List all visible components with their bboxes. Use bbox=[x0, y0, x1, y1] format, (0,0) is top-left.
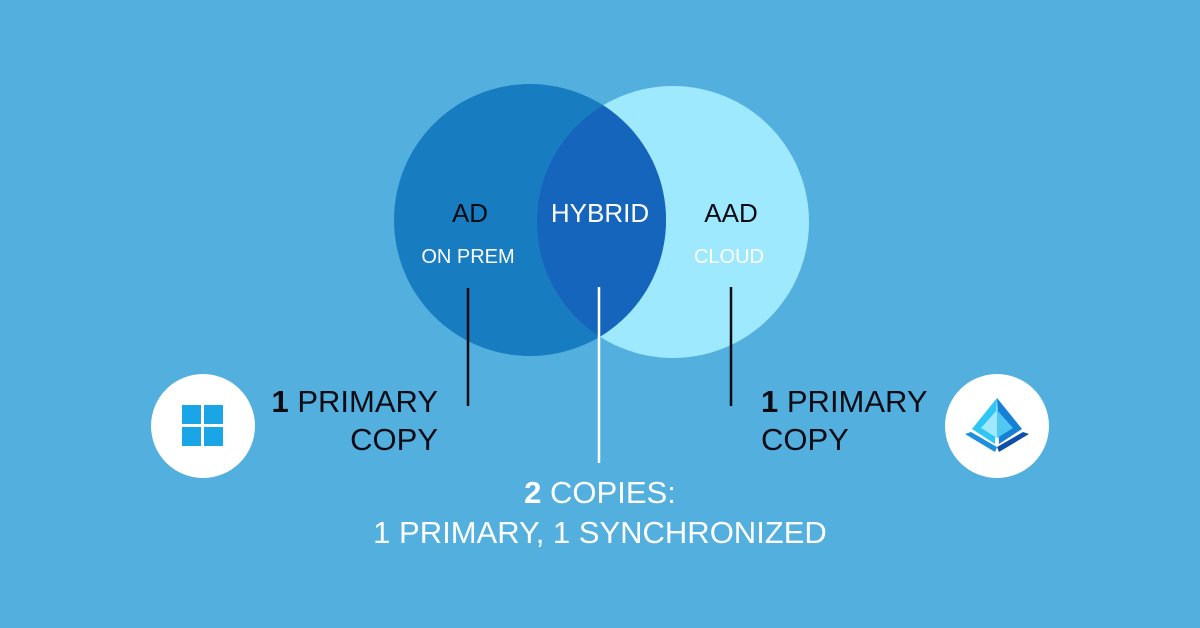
azure-ad-logo-disc bbox=[945, 374, 1049, 478]
hybrid-copy-line1: 2 COPIES: bbox=[300, 473, 900, 513]
hybrid-title: HYBRID bbox=[550, 198, 650, 228]
left-copy-line1: PRIMARY bbox=[297, 384, 438, 419]
windows-logo-icon bbox=[182, 405, 223, 446]
right-copy-line2: COPY bbox=[761, 422, 849, 457]
left-copy-line2: COPY bbox=[350, 422, 438, 457]
hybrid-copy-count: 2 bbox=[524, 475, 542, 510]
right-copy-line1: PRIMARY bbox=[786, 384, 928, 419]
aad-title: AAD bbox=[704, 198, 758, 228]
windows-logo-disc bbox=[151, 374, 255, 478]
right-copy-count: 1 bbox=[761, 384, 779, 419]
left-copy-count: 1 bbox=[271, 384, 289, 419]
left-copy-note: 1 PRIMARY COPY bbox=[238, 383, 438, 459]
hybrid-copy-note: 2 COPIES: 1 PRIMARY, 1 SYNCHRONIZED bbox=[300, 473, 900, 553]
hybrid-copy-label: COPIES: bbox=[550, 475, 676, 510]
azure-ad-pyramid-icon bbox=[965, 398, 1029, 452]
ad-subtitle: ON PREM bbox=[421, 246, 515, 268]
aad-subtitle: CLOUD bbox=[693, 246, 764, 268]
hybrid-intersection bbox=[537, 86, 666, 356]
right-copy-note: 1 PRIMARY COPY bbox=[761, 383, 961, 459]
hybrid-copy-line2: 1 PRIMARY, 1 SYNCHRONIZED bbox=[373, 515, 827, 550]
ad-title: AD bbox=[451, 198, 489, 228]
